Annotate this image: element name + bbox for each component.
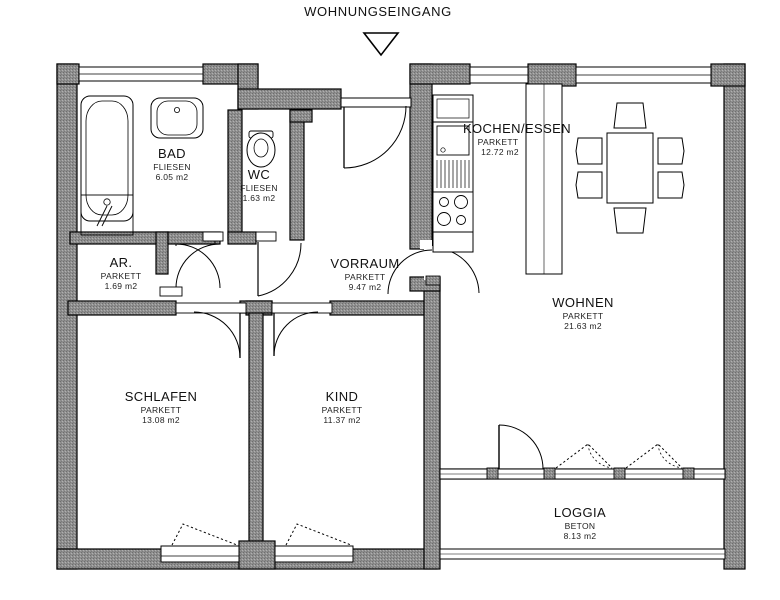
room-label-wc: WC FLIESEN 1.63 m2 [240, 167, 278, 203]
wall-hall-bedroom-right [329, 300, 439, 316]
dining-chair [575, 171, 603, 199]
room-material: PARKETT [478, 137, 519, 147]
kitchen-appliance-icon [433, 125, 473, 193]
wall-partition-foot [238, 540, 276, 570]
wall-top-step-horz [237, 88, 342, 110]
room-name: AR. [110, 255, 133, 270]
wall-wc-top [289, 109, 313, 123]
room-label-kochen-essen: KOCHEN/ESSEN PARKETT 12.72 m2 [463, 121, 571, 157]
kitchen-sink-icon [432, 94, 474, 123]
window-schlafen [160, 523, 240, 563]
room-name: LOGGIA [554, 505, 606, 520]
room-name: WC [248, 167, 270, 182]
bathtub-icon [80, 95, 134, 222]
shower-icon [80, 194, 134, 236]
window-kitchen [469, 66, 529, 84]
room-material: FLIESEN [153, 162, 191, 172]
room-name: VORRAUM [330, 256, 399, 271]
door-group [159, 97, 480, 359]
room-area: 11.37 m2 [323, 415, 360, 425]
window-bad [78, 66, 204, 82]
kitchen-island [525, 83, 563, 275]
dining-table-icon [575, 102, 685, 234]
wall-kitchen-left [409, 63, 433, 250]
dining-chair [613, 207, 647, 234]
loggia-parapet [439, 548, 726, 560]
room-material: PARKETT [322, 405, 363, 415]
window-kind [274, 523, 354, 563]
room-label-schlafen: SCHLAFEN PARKETT 13.08 m2 [125, 389, 198, 425]
room-area: 8.13 m2 [564, 531, 597, 541]
room-name: KOCHEN/ESSEN [463, 121, 571, 136]
door-bad [175, 231, 224, 289]
room-labels: BAD FLIESEN 6.05 m2 WC FLIESEN 1.63 m2 A… [101, 121, 614, 541]
wall-top-pier [527, 63, 577, 87]
room-area: 12.72 m2 [481, 147, 519, 157]
wall-top-seg-1 [56, 63, 80, 85]
window-loggia-wall [439, 424, 726, 480]
down-triangle-icon [362, 32, 400, 57]
kitchen-fixtures [432, 94, 474, 253]
room-area: 13.08 m2 [142, 415, 180, 425]
room-material: PARKETT [563, 311, 604, 321]
room-material: PARKETT [141, 405, 182, 415]
door-kitchen [387, 240, 433, 295]
wall-top-seg-4 [710, 63, 746, 87]
door-entrance [340, 97, 412, 169]
window-living-top [575, 66, 712, 84]
wall-exterior-left [56, 63, 78, 570]
wall-living-left [423, 276, 441, 570]
door-kind [271, 302, 333, 357]
door-wc [255, 231, 302, 297]
wall-top-seg-3 [409, 63, 471, 85]
window-group [78, 66, 726, 563]
room-name: SCHLAFEN [125, 389, 198, 404]
room-label-vorraum: VORRAUM PARKETT 9.47 m2 [330, 256, 399, 292]
toilet-icon [246, 130, 276, 168]
stove-four-burner-icon [432, 191, 474, 233]
entrance-title: WOHNUNGSEINGANG [304, 4, 452, 19]
room-label-kind: KIND PARKETT 11.37 m2 [322, 389, 363, 425]
dining-chair [657, 137, 685, 165]
room-name: WOHNEN [552, 295, 614, 310]
room-area: 9.47 m2 [349, 282, 382, 292]
washbasin-icon [150, 97, 204, 139]
room-area: 1.69 m2 [105, 281, 138, 291]
room-material: FLIESEN [240, 183, 278, 193]
wall-bad-wc [227, 109, 243, 241]
room-name: BAD [158, 146, 186, 161]
room-name: KIND [326, 389, 359, 404]
room-area: 6.05 m2 [156, 172, 189, 182]
wall-wc-right [289, 109, 305, 241]
wall-ar-right-upper [155, 231, 169, 275]
dining-chair [575, 137, 603, 165]
wall-group [56, 63, 746, 570]
dining-chair [657, 171, 685, 199]
wall-hall-bedroom-left [67, 300, 177, 316]
wall-wc-door-jamb [227, 231, 257, 245]
room-material: PARKETT [101, 271, 142, 281]
room-label-wohnen: WOHNEN PARKETT 21.63 m2 [552, 295, 614, 331]
room-label-ar: AR. PARKETT 1.69 m2 [101, 255, 142, 291]
room-label-loggia: LOGGIA BETON 8.13 m2 [554, 505, 606, 541]
wall-bedroom-partition [248, 304, 264, 554]
room-label-bad: BAD FLIESEN 6.05 m2 [153, 146, 191, 182]
dining-chair [613, 102, 647, 129]
room-area: 21.63 m2 [564, 321, 602, 331]
door-ar [159, 286, 183, 297]
room-area: 1.63 m2 [243, 193, 276, 203]
bathroom-fixtures [80, 95, 276, 236]
wall-bad-bottom [69, 231, 169, 245]
room-material: BETON [565, 521, 596, 531]
room-material: PARKETT [345, 272, 386, 282]
wall-exterior-right [723, 63, 746, 570]
door-schlafen [175, 302, 247, 359]
